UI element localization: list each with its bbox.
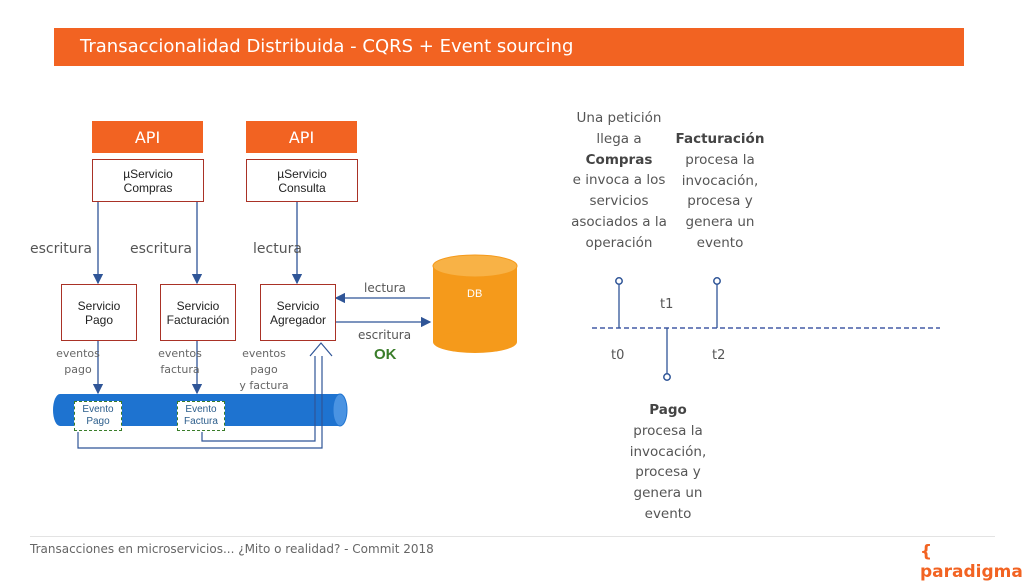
text-line: evento [644, 505, 692, 522]
label-ok: OK [374, 346, 397, 363]
api-label: API [288, 127, 315, 147]
text-line: asociados a la [571, 213, 667, 230]
event-line1: Evento [185, 404, 217, 415]
event-line1: Evento [82, 404, 114, 415]
text-line: procesa y [635, 464, 701, 481]
text-line-bold: Pago [649, 402, 687, 418]
t2-label: t2 [712, 348, 726, 363]
text-line: invocación, [629, 443, 707, 460]
text-line: llega a [596, 130, 642, 147]
t1-label: t1 [660, 297, 674, 312]
text-line: evento [696, 234, 744, 251]
microservice-line2: Consulta [278, 180, 326, 195]
facturacion-description: Facturación procesa la invocación, proce… [668, 129, 772, 254]
text-line: servicios [589, 193, 649, 210]
text-line: invocación, [681, 172, 759, 189]
event-return-line-2 [201, 356, 316, 442]
api-box-consulta: API [246, 121, 357, 153]
title-bar [54, 28, 964, 66]
event-return-arrowhead [309, 342, 333, 357]
text-line: genera un [685, 214, 755, 231]
db-label: DB [467, 288, 483, 300]
service-line2: Pago [84, 312, 114, 327]
event-line2: Pago [86, 416, 110, 427]
microservice-line1: µServicio [123, 166, 173, 181]
text-line: operación [585, 234, 653, 251]
service-line1: Servicio [176, 298, 220, 313]
event-return-line-1 [77, 347, 323, 449]
t1-marker [663, 373, 671, 381]
label-lectura-db: lectura [364, 281, 406, 295]
text-line: procesa la [633, 422, 703, 439]
service-line1: Servicio [276, 298, 320, 313]
service-line2: Facturación [166, 312, 230, 327]
pago-description: Pago procesa la invocación, procesa y ge… [616, 400, 720, 525]
text-line-bold: Facturación [675, 131, 765, 147]
text-line: Una petición [576, 110, 662, 126]
text-line: procesa la [685, 151, 755, 168]
text-line: e invoca a los [572, 172, 666, 189]
label-escritura-facturacion: escritura [130, 241, 192, 257]
service-line1: Servicio [77, 298, 121, 313]
footer-divider [30, 536, 995, 537]
label-eventos-pago-factura: eventos pago y factura [228, 346, 300, 394]
label-eventos-factura: eventos factura [154, 346, 206, 378]
microservice-line1: µServicio [277, 166, 327, 181]
service-line2: Agregador [269, 312, 327, 327]
microservice-line2: Compras [123, 180, 173, 195]
event-label-line1: eventos [158, 347, 202, 360]
event-label-line1: eventos [56, 347, 100, 360]
event-label-line2: factura [160, 363, 200, 376]
api-label: API [134, 127, 161, 147]
paradigma-logo: { paradigma [920, 542, 1023, 582]
event-line2: Factura [184, 416, 218, 427]
event-label-line1: eventos pago [242, 347, 286, 376]
t0-label: t0 [611, 348, 625, 363]
event-label-line2: y factura [239, 379, 289, 392]
compras-description: Una petición llega a Compras e invoca a … [560, 108, 678, 254]
text-line-bold: Compras [585, 151, 653, 168]
slide-title: Transaccionalidad Distribuida - CQRS + E… [80, 36, 574, 57]
text-line: genera un [633, 485, 703, 502]
label-eventos-pago: eventos pago [54, 346, 102, 378]
label-escritura-pago: escritura [30, 241, 92, 257]
db-cylinder [432, 254, 518, 353]
event-label-line2: pago [64, 363, 92, 376]
label-escritura-db: escritura [358, 328, 412, 342]
label-lectura-consulta: lectura [253, 241, 302, 257]
t0-marker [615, 277, 623, 285]
api-box-compras: API [92, 121, 203, 153]
text-line: procesa y [687, 193, 753, 210]
t2-marker [713, 277, 721, 285]
footer-text: Transacciones en microservicios... ¿Mito… [30, 542, 434, 556]
